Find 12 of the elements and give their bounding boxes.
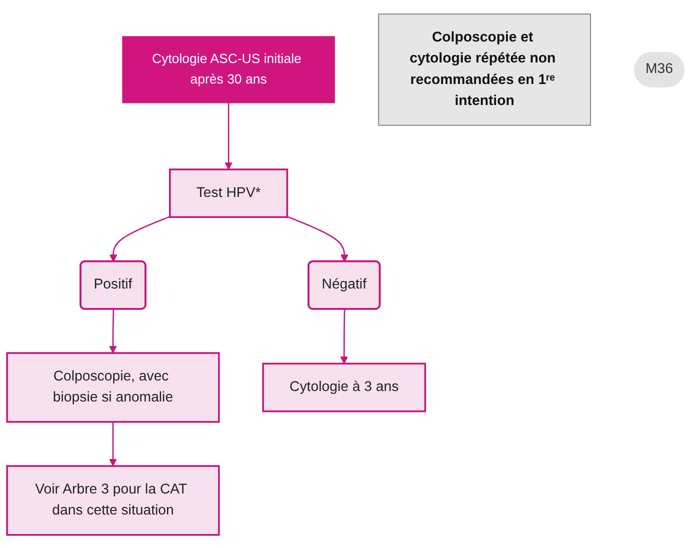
arrow — [109, 215, 170, 262]
node-box: Colposcopie et cytologie répétée non recommandées en 1ʳᵉ intention — [378, 13, 591, 126]
arrow — [109, 308, 117, 353]
arrow — [340, 308, 348, 364]
node-box: Colposcopie, avec biopsie si anomalie — [6, 352, 220, 422]
arrow — [286, 215, 348, 262]
node-box: Cytologie à 3 ans — [262, 362, 426, 412]
node-box: Cytologie ASC-US initiale après 30 ans — [122, 36, 335, 103]
node-box: Test HPV* — [169, 168, 288, 218]
arrow — [109, 421, 117, 466]
node-box: Voir Arbre 3 pour la CAT dans cette situation — [6, 464, 220, 536]
arrow — [224, 102, 232, 170]
